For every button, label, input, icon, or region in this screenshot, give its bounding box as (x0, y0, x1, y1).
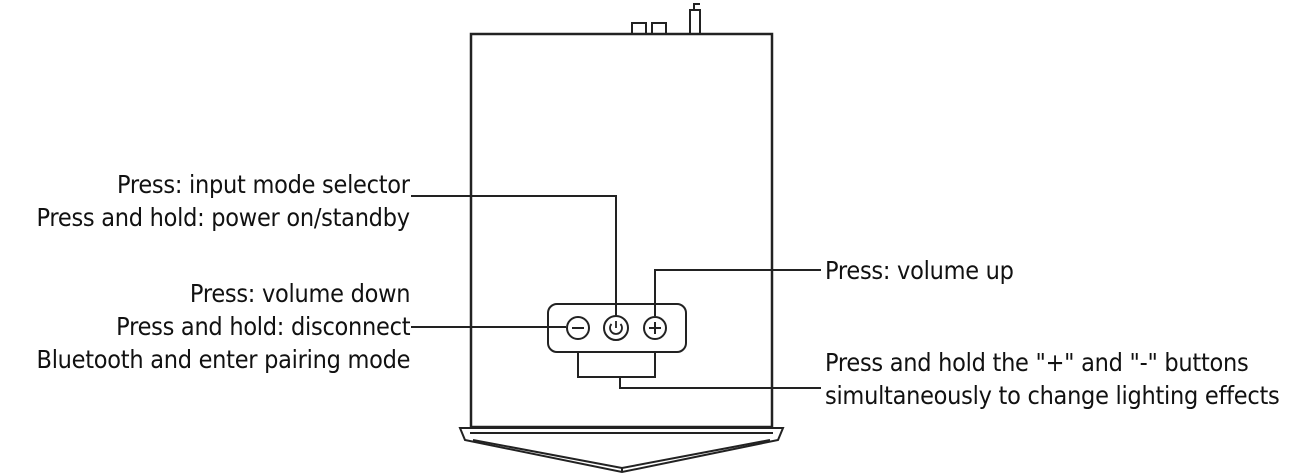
callout-volume-down-line1: Press: volume down (189, 279, 411, 308)
power-button[interactable] (603, 315, 629, 341)
callout-power-line1: Press: input mode selector (117, 170, 411, 199)
callout-volume-up-line1: Press: volume up (825, 256, 1014, 285)
leader-volume-up (654, 269, 821, 316)
minus-button[interactable] (566, 316, 590, 340)
callout-lighting-line1: Press and hold the "+" and "-" buttons (825, 348, 1249, 377)
speaker-top-controls (555, 3, 701, 36)
callout-volume-down-line2: Press and hold: disconnect (115, 312, 411, 341)
callout-lighting-line2: simultaneously to change lighting effect… (825, 381, 1280, 410)
speaker-base (458, 427, 785, 474)
callout-power-line2: Press and hold: power on/standby (36, 203, 411, 232)
callout-volume-down: Press: volume down Press and hold: disco… (36, 277, 410, 376)
callout-volume-down-line3: Bluetooth and enter pairing mode (36, 345, 410, 374)
plus-button[interactable] (643, 316, 667, 340)
leader-lighting (577, 352, 821, 389)
callout-lighting: Press and hold the "+" and "-" buttons s… (825, 346, 1280, 412)
leader-power (411, 195, 617, 316)
callout-volume-up: Press: volume up (825, 254, 1014, 287)
leader-lines (411, 195, 821, 389)
power-icon (609, 321, 623, 335)
callout-power: Press: input mode selector Press and hol… (36, 168, 411, 234)
speaker-body (469, 32, 774, 429)
